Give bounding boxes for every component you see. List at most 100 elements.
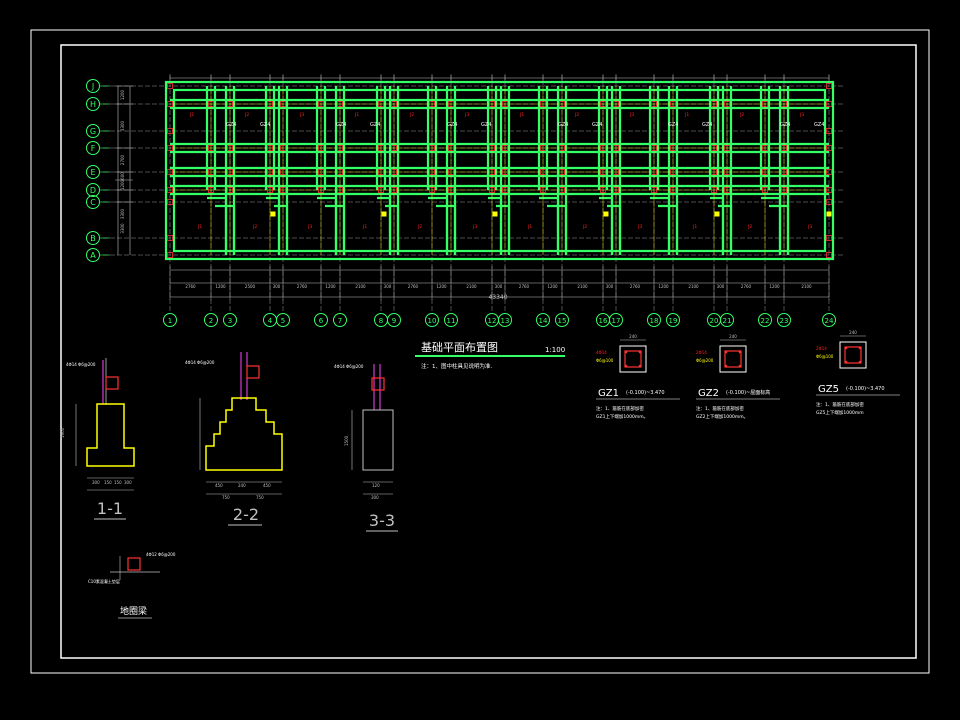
column-label: GZ4	[481, 122, 491, 128]
column-axis-bubble	[555, 313, 569, 327]
column-axis-label: 16	[599, 317, 608, 325]
row-axis-label: C	[90, 198, 96, 207]
beam-note: C10素混凝土垫层	[88, 578, 120, 584]
column-marker	[267, 187, 273, 193]
svg-text:300: 300	[124, 480, 132, 485]
column-marker	[489, 145, 495, 151]
left-dim-text: 2700	[120, 154, 125, 165]
column-marker	[448, 145, 454, 151]
footing-tag: J3	[637, 224, 642, 230]
column-marker	[600, 101, 606, 107]
footing-tag: J2	[244, 112, 249, 118]
column-axis-label: 21	[723, 317, 732, 325]
column-marker	[378, 187, 384, 193]
column-label: GZ4	[558, 122, 568, 128]
column-label: GZ4	[702, 122, 712, 128]
bottom-dim-text: 2100	[688, 284, 699, 289]
footing-tag: J1	[519, 112, 524, 118]
column-marker	[600, 187, 606, 193]
column-marker	[826, 169, 832, 175]
column-axis-bubble	[536, 313, 550, 327]
structural-columns	[167, 83, 832, 258]
column-axis-label: 15	[558, 317, 567, 325]
svg-text:150: 150	[104, 480, 112, 485]
detail-note: GZ2上下端加1000mm。	[696, 413, 748, 420]
column-marker	[267, 101, 273, 107]
bottom-dim-text: 2760	[519, 284, 530, 289]
column-marker	[724, 101, 730, 107]
left-dim-text: 3300	[120, 120, 125, 131]
column-marker	[318, 101, 324, 107]
svg-text:1500: 1500	[344, 435, 349, 446]
footing-tag: J3	[307, 224, 312, 230]
column-axis-label: 23	[780, 317, 789, 325]
column-marker	[167, 187, 173, 193]
rebar-dot	[624, 350, 628, 354]
column-axis-label: 10	[428, 317, 437, 325]
column-detail-gz5: 2402Φ14Φ6@100GZ5(-0.100)~3.470注：1、箍筋在底部加…	[816, 330, 900, 416]
column-marker	[391, 101, 397, 107]
column-marker	[448, 169, 454, 175]
svg-text:750: 750	[256, 495, 264, 500]
footing-tag: J3	[472, 224, 477, 230]
column-axis-label: 6	[319, 317, 324, 325]
column-axis-label: 5	[281, 317, 285, 325]
outer-frame	[30, 29, 930, 674]
footing-step	[710, 196, 725, 255]
column-marker	[711, 187, 717, 193]
column-marker	[429, 169, 435, 175]
column-marker	[540, 101, 546, 107]
bottom-dim-text: 1200	[436, 284, 447, 289]
column-marker	[167, 252, 173, 258]
column-marker-yellow	[381, 211, 387, 217]
column-marker-yellow	[714, 211, 720, 217]
bottom-dim-text: 2100	[355, 284, 366, 289]
column-marker	[227, 101, 233, 107]
section-1-1-tag: 4Φ14 Φ6@200	[66, 362, 96, 367]
column-marker	[826, 252, 832, 258]
column-marker	[227, 187, 233, 193]
detail-note: 注：1、箍筋在底部加密	[696, 405, 744, 412]
footing-tag: J3	[464, 112, 469, 118]
footing-step	[266, 196, 281, 255]
column-axis-label: 14	[539, 317, 548, 325]
column-outline	[839, 341, 867, 369]
column-marker	[227, 169, 233, 175]
bottom-dim-text: 300	[495, 284, 503, 289]
column-marker	[448, 187, 454, 193]
row-axis-label: F	[91, 144, 96, 153]
column-axis-bubble	[822, 313, 836, 327]
column-marker	[613, 145, 619, 151]
bottom-dim-text: 1200	[658, 284, 669, 289]
bottom-dim-text: 2760	[185, 284, 196, 289]
column-marker-yellow	[492, 211, 498, 217]
drawing-title: 基础平面布置图	[421, 341, 498, 354]
column-axis-label: 18	[650, 317, 659, 325]
drawing-note: 注：1、图中柱具见说明为准.	[421, 362, 493, 370]
rebar-dot	[858, 360, 862, 364]
column-axis-bubble	[425, 313, 439, 327]
column-axis-label: 4	[268, 317, 273, 325]
rebar-dot	[724, 364, 728, 368]
column-marker	[378, 169, 384, 175]
column-marker	[502, 145, 508, 151]
column-axis-bubble	[333, 313, 347, 327]
bottom-dim-text: 2100	[577, 284, 588, 289]
column-axis-bubble	[647, 313, 661, 327]
column-marker	[762, 101, 768, 107]
bottom-dim-text: 2760	[630, 284, 641, 289]
column-axis-label: 9	[392, 317, 396, 325]
footing-step	[718, 204, 733, 255]
column-marker	[227, 145, 233, 151]
row-axis-label: E	[90, 168, 95, 177]
footing-tag: J1	[527, 224, 532, 230]
column-marker	[318, 187, 324, 193]
rebar-dot	[638, 364, 642, 368]
column-axis-bubble	[444, 313, 458, 327]
bottom-dim-text: 2100	[801, 284, 812, 289]
column-marker	[651, 169, 657, 175]
section-2-2-label: 2-2	[233, 505, 259, 524]
footing-tag: J1	[354, 112, 359, 118]
column-axis-label: 22	[761, 317, 770, 325]
column-label: GZ4	[336, 122, 346, 128]
